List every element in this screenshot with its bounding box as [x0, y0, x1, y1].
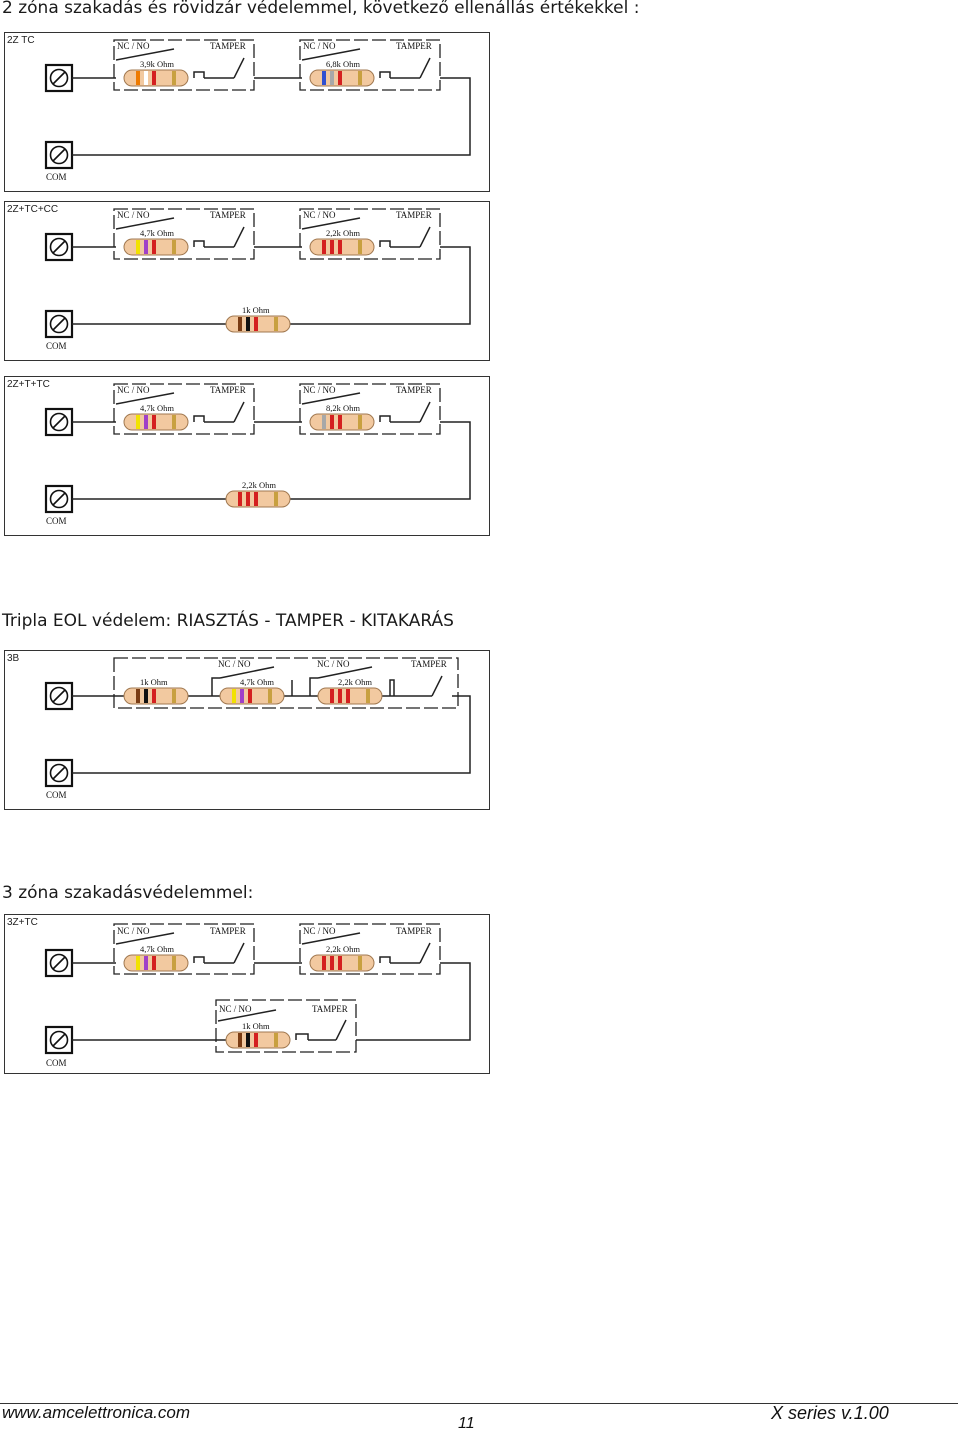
com-label: COM: [46, 790, 67, 800]
tamper-label: TAMPER: [396, 210, 432, 220]
resistor-value-label: 2,2k Ohm: [338, 677, 372, 687]
section-heading-2: Tripla EOL védelem: RIASZTÁS - TAMPER - …: [2, 611, 454, 631]
resistor-icon: [225, 315, 291, 333]
footer-divider: [0, 1403, 958, 1404]
resistor-icon: [225, 490, 291, 508]
resistor-icon: [123, 69, 189, 87]
resistor-icon: [309, 413, 375, 431]
resistor-icon: [123, 687, 189, 705]
resistor-value-label: 4,7k Ohm: [140, 403, 174, 413]
com-terminal-icon: [44, 140, 74, 170]
section-heading-3: 3 zóna szakadásvédelemmel:: [2, 883, 254, 903]
com-label: COM: [46, 172, 67, 182]
resistor-icon: [123, 413, 189, 431]
resistor-value-label: 2,2k Ohm: [326, 944, 360, 954]
zone-terminal-icon: [44, 681, 74, 711]
resistor-icon: [123, 238, 189, 256]
contact-label: NC / NO: [219, 1004, 252, 1014]
contact-label: NC / NO: [303, 210, 336, 220]
resistor-value-label: 2,2k Ohm: [326, 228, 360, 238]
resistor-icon: [225, 1031, 291, 1049]
contact-label: NC / NO: [303, 41, 336, 51]
contact-label: NC / NO: [117, 210, 150, 220]
wiring-diagram-3z-tc: 3Z+TC COM NC / NO TAMPER NC / NO TAMPER …: [4, 914, 490, 1074]
tamper-label: TAMPER: [396, 41, 432, 51]
resistor-value-label: 1k Ohm: [242, 1021, 270, 1031]
diagram-title: 2Z+T+TC: [7, 379, 50, 390]
wiring-diagram-3b: 3B COM NC / NO NC / NO TAMPER 1k Ohm 4,7…: [4, 650, 490, 810]
diagram-title: 3Z+TC: [7, 917, 38, 928]
footer-website-link[interactable]: www.amcelettronica.com: [2, 1403, 191, 1422]
com-terminal-icon: [44, 758, 74, 788]
resistor-icon: [309, 238, 375, 256]
resistor-value-label: 2,2k Ohm: [242, 480, 276, 490]
resistor-icon: [219, 687, 285, 705]
com-terminal-icon: [44, 309, 74, 339]
contact-label: NC / NO: [117, 926, 150, 936]
com-terminal-icon: [44, 1025, 74, 1055]
resistor-value-label: 1k Ohm: [242, 305, 270, 315]
tamper-label: TAMPER: [312, 1004, 348, 1014]
resistor-value-label: 4,7k Ohm: [140, 228, 174, 238]
com-label: COM: [46, 341, 67, 351]
version-label: X series v.1.00: [771, 1403, 889, 1423]
zone-terminal-icon: [44, 948, 74, 978]
diagram-title: 2Z+TC+CC: [7, 204, 58, 215]
resistor-value-label: 6,8k Ohm: [326, 59, 360, 69]
contact-label: NC / NO: [317, 659, 350, 669]
tamper-label: TAMPER: [210, 210, 246, 220]
com-label: COM: [46, 1058, 67, 1068]
resistor-icon: [123, 954, 189, 972]
resistor-value-label: 8,2k Ohm: [326, 403, 360, 413]
contact-label: NC / NO: [117, 385, 150, 395]
tamper-label: TAMPER: [396, 385, 432, 395]
tamper-label: TAMPER: [210, 41, 246, 51]
diagram-title: 3B: [7, 653, 20, 664]
section-heading-1: 2 zóna szakadás és rövidzár védelemmel, …: [2, 0, 640, 18]
page-number: 11: [458, 1415, 475, 1432]
contact-label: NC / NO: [303, 385, 336, 395]
resistor-icon: [317, 687, 383, 705]
resistor-value-label: 4,7k Ohm: [240, 677, 274, 687]
tamper-label: TAMPER: [210, 385, 246, 395]
wiring-diagram-2z-t-tc: 2Z+T+TC COM NC / NO TAMPER NC / NO TAMPE…: [4, 376, 490, 536]
tamper-label: TAMPER: [396, 926, 432, 936]
resistor-value-label: 4,7k Ohm: [140, 944, 174, 954]
contact-label: NC / NO: [218, 659, 251, 669]
tamper-label: TAMPER: [210, 926, 246, 936]
zone-terminal-icon: [44, 407, 74, 437]
diagram-title: 2Z TC: [7, 35, 35, 46]
com-label: COM: [46, 516, 67, 526]
com-terminal-icon: [44, 484, 74, 514]
resistor-icon: [309, 954, 375, 972]
contact-label: NC / NO: [117, 41, 150, 51]
tamper-label: TAMPER: [411, 659, 447, 669]
resistor-icon: [309, 69, 375, 87]
wiring-diagram-2z-tc: 2Z TC COM NC / NO TAMPER NC / NO TAMPER …: [4, 32, 490, 192]
contact-label: NC / NO: [303, 926, 336, 936]
resistor-value-label: 3,9k Ohm: [140, 59, 174, 69]
zone-terminal-icon: [44, 232, 74, 262]
wiring-diagram-2z-tc-cc: 2Z+TC+CC COM NC / NO TAMPER NC / NO TAMP…: [4, 201, 490, 361]
zone-terminal-icon: [44, 63, 74, 93]
resistor-value-label: 1k Ohm: [140, 677, 168, 687]
